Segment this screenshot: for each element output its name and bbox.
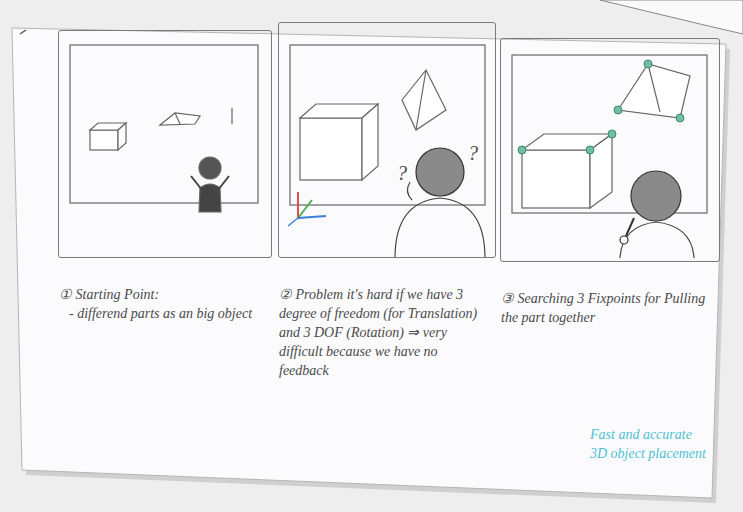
panel-heading: ① Starting Point:: [59, 285, 264, 304]
question-mark: ?: [397, 160, 407, 187]
panel-heading: ③ Searching 3 Fixpoints for Pulling the …: [501, 289, 711, 327]
storyboard-panel: ③ Searching 3 Fixpoints for Pulling the …: [500, 38, 720, 262]
handwritten-note: Fast and accurate 3D object placement: [590, 425, 708, 463]
panel-caption: ③ Searching 3 Fixpoints for Pulling the …: [501, 289, 711, 327]
panel-note: - differend parts as an big object: [59, 304, 264, 323]
panel-caption: ① Starting Point:- differend parts as an…: [59, 285, 264, 323]
question-mark: ?: [468, 140, 478, 167]
storyboard-panel: ② Problem it's hard if we have 3 degree …: [278, 22, 496, 258]
storyboard-panel: ① Starting Point:- differend parts as an…: [58, 30, 272, 258]
panel-heading: ② Problem it's hard if we have 3 degree …: [279, 285, 479, 380]
panel-caption: ② Problem it's hard if we have 3 degree …: [279, 285, 479, 380]
